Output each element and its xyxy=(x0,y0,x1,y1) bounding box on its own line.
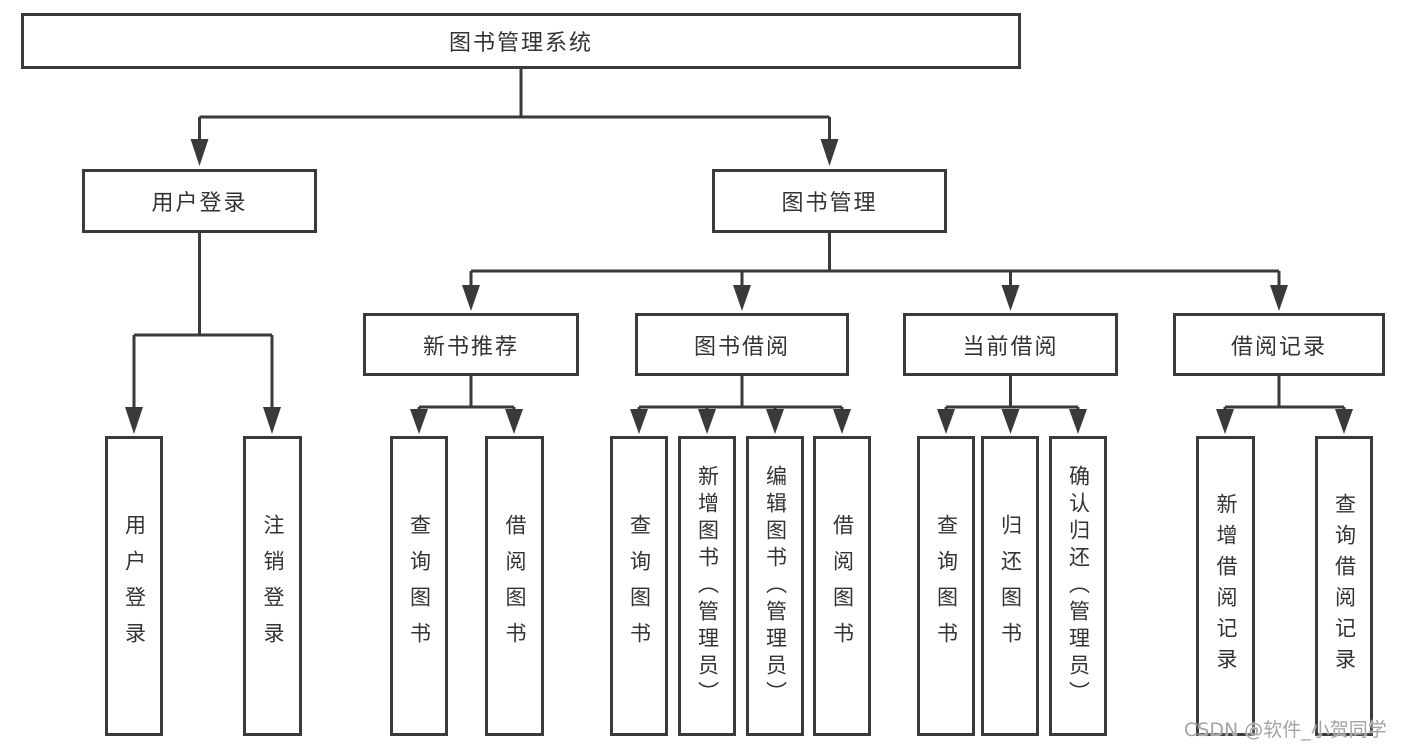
leaf-query-borrow-record-label: 查询借阅记录 xyxy=(1332,493,1357,679)
leaf-user-login: 用户登录 xyxy=(105,436,163,736)
leaf-return-books: 归还图书 xyxy=(981,436,1039,736)
leaf-recommend-query-books-label: 查询图书 xyxy=(407,514,432,658)
csdn-watermark: CSDN @软件_小贺同学 xyxy=(1184,719,1387,741)
leaf-return-books-label: 归还图书 xyxy=(998,514,1023,658)
leaf-edit-books-admin: 编辑图书（管理员） xyxy=(746,436,804,736)
leaf-borrow-books-label: 借阅图书 xyxy=(830,514,855,658)
node-borrowing-records: 借阅记录 xyxy=(1173,313,1385,376)
leaf-recommend-borrow-books-label: 借阅图书 xyxy=(503,514,527,658)
node-book-borrowing-label: 图书借阅 xyxy=(693,334,790,360)
leaf-logout: 注销登录 xyxy=(243,436,302,736)
leaf-recommend-query-books: 查询图书 xyxy=(390,436,448,736)
node-root-system-label: 图书管理系统 xyxy=(448,31,593,56)
node-book-management-label: 图书管理 xyxy=(781,191,878,216)
node-current-borrowing-label: 当前借阅 xyxy=(962,334,1059,360)
leaf-confirm-return-admin: 确认归还（管理员） xyxy=(1049,436,1107,736)
leaf-confirm-return-admin-label: 确认归还（管理员） xyxy=(1066,464,1091,708)
node-user-login-label: 用户登录 xyxy=(151,191,248,216)
node-new-book-recommend-label: 新书推荐 xyxy=(422,334,519,360)
node-book-borrowing: 图书借阅 xyxy=(635,313,849,376)
node-user-login: 用户登录 xyxy=(82,169,317,233)
leaf-user-login-label: 用户登录 xyxy=(122,514,147,658)
leaf-logout-label: 注销登录 xyxy=(261,514,285,658)
node-borrowing-records-label: 借阅记录 xyxy=(1230,334,1327,360)
node-root-system: 图书管理系统 xyxy=(21,13,1021,69)
leaf-borrow-books: 借阅图书 xyxy=(813,436,871,736)
leaf-add-books-admin: 新增图书（管理员） xyxy=(678,436,736,736)
node-current-borrowing: 当前借阅 xyxy=(903,313,1118,376)
leaf-borrow-query-books: 查询图书 xyxy=(610,436,668,736)
connector-user-login-to-leaves xyxy=(125,233,281,434)
connector-book-borrowing-to-leaves xyxy=(630,376,851,434)
leaf-borrow-query-books-label: 查询图书 xyxy=(627,514,652,658)
connector-borrowing-records-to-leaves xyxy=(1216,376,1353,434)
connector-new-book-recommend-to-leaves xyxy=(410,376,523,434)
leaf-current-query-books: 查询图书 xyxy=(917,436,975,736)
connector-book-management-to-level2 xyxy=(462,233,1288,311)
leaf-edit-books-admin-label: 编辑图书（管理员） xyxy=(763,464,788,708)
leaf-add-borrow-record: 新增借阅记录 xyxy=(1196,436,1255,736)
leaf-add-books-admin-label: 新增图书（管理员） xyxy=(695,464,720,708)
leaf-add-borrow-record-label: 新增借阅记录 xyxy=(1214,493,1238,679)
connector-root-to-level1 xyxy=(190,69,839,166)
node-book-management: 图书管理 xyxy=(712,169,947,233)
node-new-book-recommend: 新书推荐 xyxy=(363,313,579,376)
leaf-recommend-borrow-books: 借阅图书 xyxy=(485,436,544,736)
connector-current-borrowing-to-leaves xyxy=(937,376,1087,434)
leaf-current-query-books-label: 查询图书 xyxy=(934,514,959,658)
leaf-query-borrow-record: 查询借阅记录 xyxy=(1315,436,1373,736)
